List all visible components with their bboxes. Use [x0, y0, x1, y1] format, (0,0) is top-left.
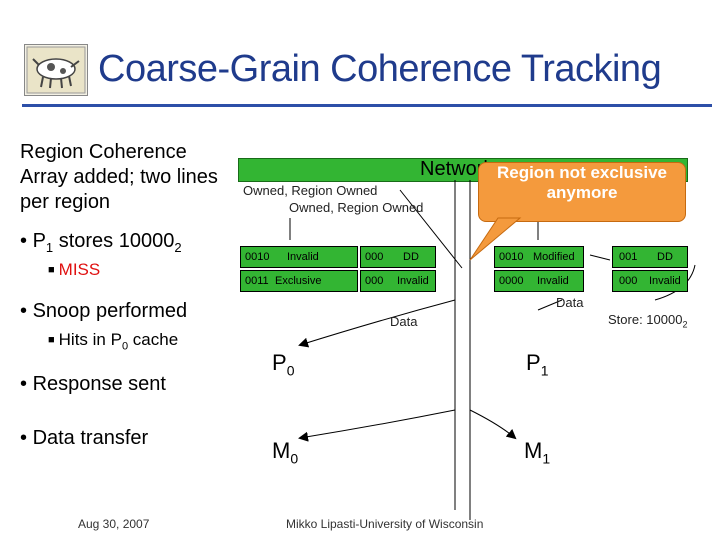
owned-label-2: Owned, Region Owned	[289, 200, 424, 215]
p0-line-row1: 000 DD	[360, 246, 436, 268]
processor-p0: P0	[272, 350, 295, 379]
memory-m1: M1	[524, 438, 551, 467]
response-arrow-m0	[298, 409, 456, 442]
p0-region-row2: 0011 Exclusive	[240, 270, 358, 292]
store-label: Store: 100002	[608, 312, 688, 330]
network-label: Network	[420, 158, 494, 180]
bullet-dot: •	[20, 230, 33, 252]
title-divider	[22, 104, 712, 107]
p0-line-row2: 000 Invalid	[360, 270, 436, 292]
bullet-hits: ■Hits in P0 cache	[48, 330, 179, 353]
cow-logo-icon	[26, 46, 86, 94]
data-line-p1	[537, 299, 563, 311]
p1-line-row2: 000 Invalid	[612, 270, 688, 292]
university-logo	[24, 44, 88, 96]
square-bullet-icon: ■	[48, 264, 55, 276]
bullet-region-array: Region Coherence Array added; two lines …	[20, 141, 218, 213]
data-label-left: Data	[390, 314, 418, 329]
bullet-transfer: • Data transfer	[20, 427, 149, 449]
owned-label-1: Owned, Region Owned	[243, 183, 378, 198]
bullet-p1-stores: • P1 stores 100002	[20, 230, 182, 255]
page-title: Coarse-Grain Coherence Tracking	[98, 48, 662, 90]
footer-author: Mikko Lipasti-University of Wisconsin	[286, 517, 484, 531]
table-link	[589, 254, 611, 261]
data-label-right: Data	[556, 295, 584, 310]
bullet-snoop: • Snoop performed	[20, 300, 188, 322]
region-callout: Region not exclusive anymore	[478, 162, 686, 222]
p0-region-row1: 0010 Invalid	[240, 246, 358, 268]
owned-pointer-line	[399, 189, 463, 269]
bullet-miss: ■MISS	[48, 260, 101, 279]
response-arrow-m1	[469, 409, 517, 440]
p1-region-row1: 0010 Modified	[494, 246, 584, 268]
memory-m0: M0	[272, 438, 299, 467]
data-arrow-to-p0	[298, 299, 456, 348]
square-bullet-icon: ■	[48, 334, 55, 346]
p1-region-row2: 0000 Invalid	[494, 270, 584, 292]
processor-p1: P1	[526, 350, 549, 379]
footer-date: Aug 30, 2007	[78, 517, 150, 531]
p1-line-row1: 001 DD	[612, 246, 688, 268]
bullet-response: • Response sent	[20, 373, 166, 395]
